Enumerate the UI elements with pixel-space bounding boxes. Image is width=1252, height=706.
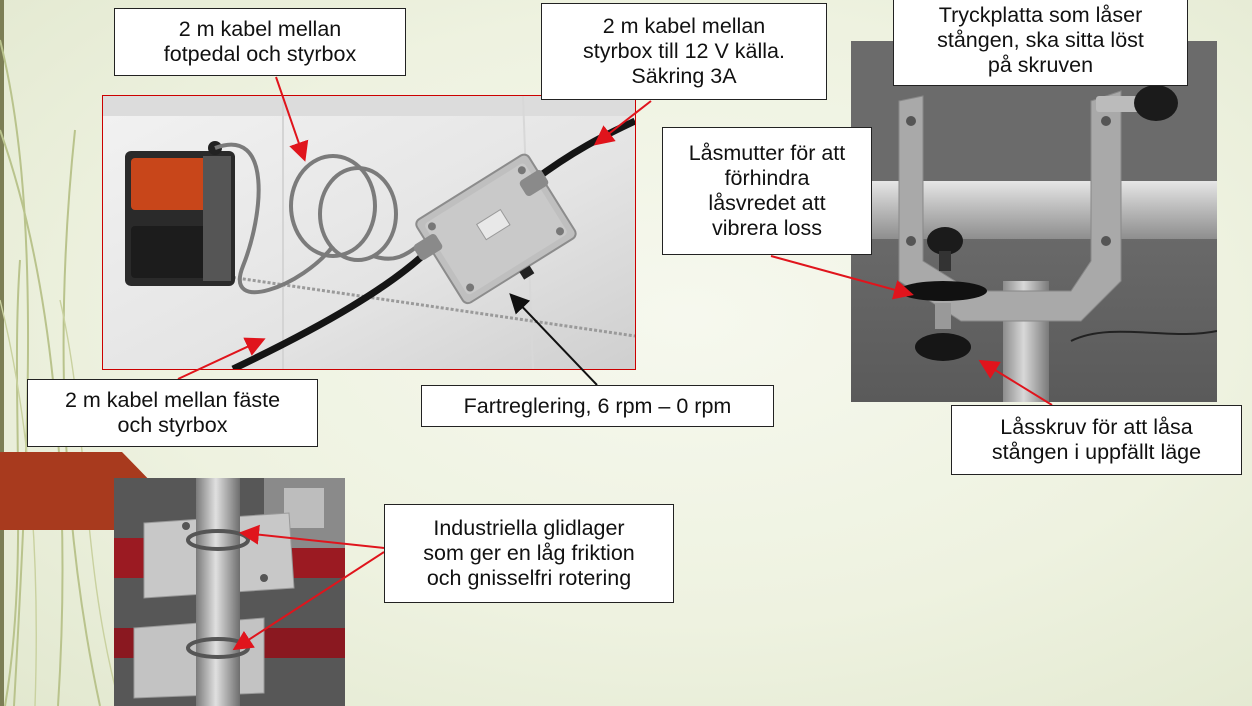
photo-pedal-controlbox (102, 95, 636, 370)
grass-decoration (0, 39, 121, 706)
label-speed-control: Fartreglering, 6 rpm – 0 rpm (421, 385, 774, 427)
photo-sliding-bearings (114, 478, 345, 706)
left-edge-bar (0, 0, 4, 706)
photo-bracket-lock (851, 41, 1217, 402)
